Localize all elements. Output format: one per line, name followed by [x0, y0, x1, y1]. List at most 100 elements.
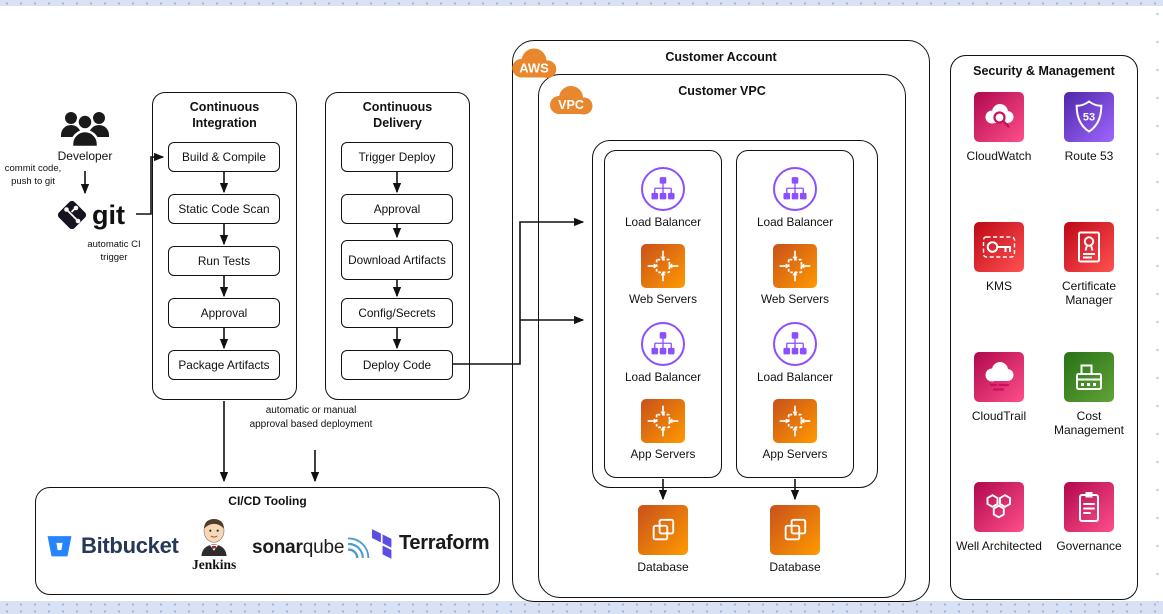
aws-cloud-badge: AWS [512, 48, 557, 79]
item-label: App Servers [630, 447, 696, 462]
certificate-manager-icon [1064, 222, 1114, 272]
top-edge-strip [0, 0, 1163, 6]
bottom-edge-strip [0, 601, 1163, 614]
item-label: App Servers [762, 447, 828, 462]
cicd-tooling-box [35, 487, 500, 595]
item-label: Load Balancer [624, 214, 702, 229]
ci-step-build: Build & Compile [168, 142, 280, 172]
bitbucket-logo: Bitbucket [46, 533, 179, 559]
service-well-architected: Well Architected [956, 482, 1042, 612]
load-balancer-icon [773, 166, 817, 211]
customer-account-title: Customer Account [665, 50, 777, 64]
terraform-logo: Terraform [372, 528, 490, 559]
service-label: Certificate Manager [1061, 279, 1117, 308]
cost-management-icon [1064, 352, 1114, 402]
ci-step-tests: Run Tests [168, 246, 280, 276]
developer-label: Developer [57, 149, 113, 163]
jenkins-logo: Jenkins [192, 516, 236, 573]
tooling-title: CI/CD Tooling [228, 494, 307, 508]
cloudwatch-icon [974, 92, 1024, 142]
service-label: Well Architected [956, 539, 1042, 553]
cd-step-download: Download Artifacts [341, 240, 453, 280]
database-label-2: Database [769, 560, 821, 574]
load-balancer-2: Load Balancer [624, 321, 702, 384]
deployment-note: automatic or manual approval based deplo… [249, 405, 373, 430]
item-label: Web Servers [629, 292, 697, 307]
database-icon [638, 505, 688, 555]
load-balancer-icon [773, 321, 817, 366]
service-cloudwatch: CloudWatch [956, 92, 1042, 222]
cd-step-config: Config/Secrets [341, 298, 453, 328]
app-servers-2: App Servers [762, 399, 828, 462]
git-icon [57, 200, 87, 230]
git-note: automatic CI trigger [87, 239, 141, 264]
load-balancer-icon [641, 321, 685, 366]
terraform-icon [372, 529, 392, 559]
vpc-column-1: Load Balancer Web Servers Load Balancer … [604, 150, 722, 478]
developer-icon [61, 112, 109, 148]
route53-icon: 53 [1064, 92, 1114, 142]
service-cost-management: Cost Management [1046, 352, 1132, 482]
service-route53: 53 Route 53 [1046, 92, 1132, 222]
governance-icon [1064, 482, 1114, 532]
service-label: CloudWatch [966, 149, 1032, 163]
load-balancer-icon [641, 166, 685, 211]
item-label: Load Balancer [756, 214, 834, 229]
web-servers-icon [641, 244, 685, 289]
app-servers-1: App Servers [630, 399, 696, 462]
database-icon [770, 505, 820, 555]
cd-step-approval: Approval [341, 194, 453, 224]
item-label: Load Balancer [756, 369, 834, 384]
jenkins-label: Jenkins [192, 557, 237, 572]
sonarqube-label-bold: sonar [252, 537, 303, 558]
cd-step-deploy: Deploy Code [341, 350, 453, 380]
customer-vpc-title: Customer VPC [678, 84, 766, 98]
service-label: Governance [1056, 539, 1122, 553]
database-label-1: Database [637, 560, 689, 574]
service-governance: Governance [1046, 482, 1132, 612]
service-label: Cost Management [1053, 409, 1125, 438]
aws-badge-label: AWS [519, 60, 549, 75]
security-services-grid: CloudWatch 53 Route 53 [956, 92, 1132, 612]
well-architected-icon [974, 482, 1024, 532]
terraform-label: Terraform [399, 532, 490, 554]
sonarqube-label-light: qube [302, 537, 345, 558]
sonarqube-logo: sonar qube [252, 537, 372, 559]
bitbucket-icon [47, 535, 72, 556]
vpc-cloud-badge: VPC [550, 86, 593, 115]
ci-step-package: Package Artifacts [168, 350, 280, 380]
item-label: Web Servers [761, 292, 829, 307]
app-servers-icon [640, 399, 685, 444]
web-servers-2: Web Servers [761, 244, 829, 306]
ci-step-scan: Static Code Scan [168, 194, 280, 224]
bitbucket-label: Bitbucket [81, 533, 179, 558]
jenkins-icon [201, 518, 227, 556]
service-label: CloudTrail [971, 409, 1027, 423]
kms-icon [974, 222, 1024, 272]
cd-step-trigger: Trigger Deploy [341, 142, 453, 172]
service-label: KMS [985, 279, 1012, 293]
route53-glyph-text: 53 [1083, 112, 1095, 124]
ci-title: Continuous Integration [189, 100, 260, 130]
git-label: git [92, 200, 125, 230]
ci-step-approval: Approval [168, 298, 280, 328]
service-cloudtrail: CloudTrail [956, 352, 1042, 482]
security-title: Security & Management [973, 64, 1115, 78]
load-balancer-4: Load Balancer [756, 321, 834, 384]
web-servers-1: Web Servers [629, 244, 697, 306]
cd-title: Continuous Delivery [362, 100, 433, 130]
load-balancer-1: Load Balancer [624, 166, 702, 229]
item-label: Load Balancer [624, 369, 702, 384]
service-certificate-manager: Certificate Manager [1046, 222, 1132, 352]
load-balancer-3: Load Balancer [756, 166, 834, 229]
sonarqube-waves-icon [348, 537, 370, 558]
right-edge-strip [1152, 0, 1163, 614]
service-kms: KMS [956, 222, 1042, 352]
vpc-badge-label: VPC [558, 98, 584, 112]
web-servers-icon [773, 244, 817, 289]
service-label: Route 53 [1064, 149, 1114, 163]
app-servers-icon [772, 399, 817, 444]
cloudtrail-icon [974, 352, 1024, 402]
vpc-column-2: Load Balancer Web Servers Load Balancer … [736, 150, 854, 478]
